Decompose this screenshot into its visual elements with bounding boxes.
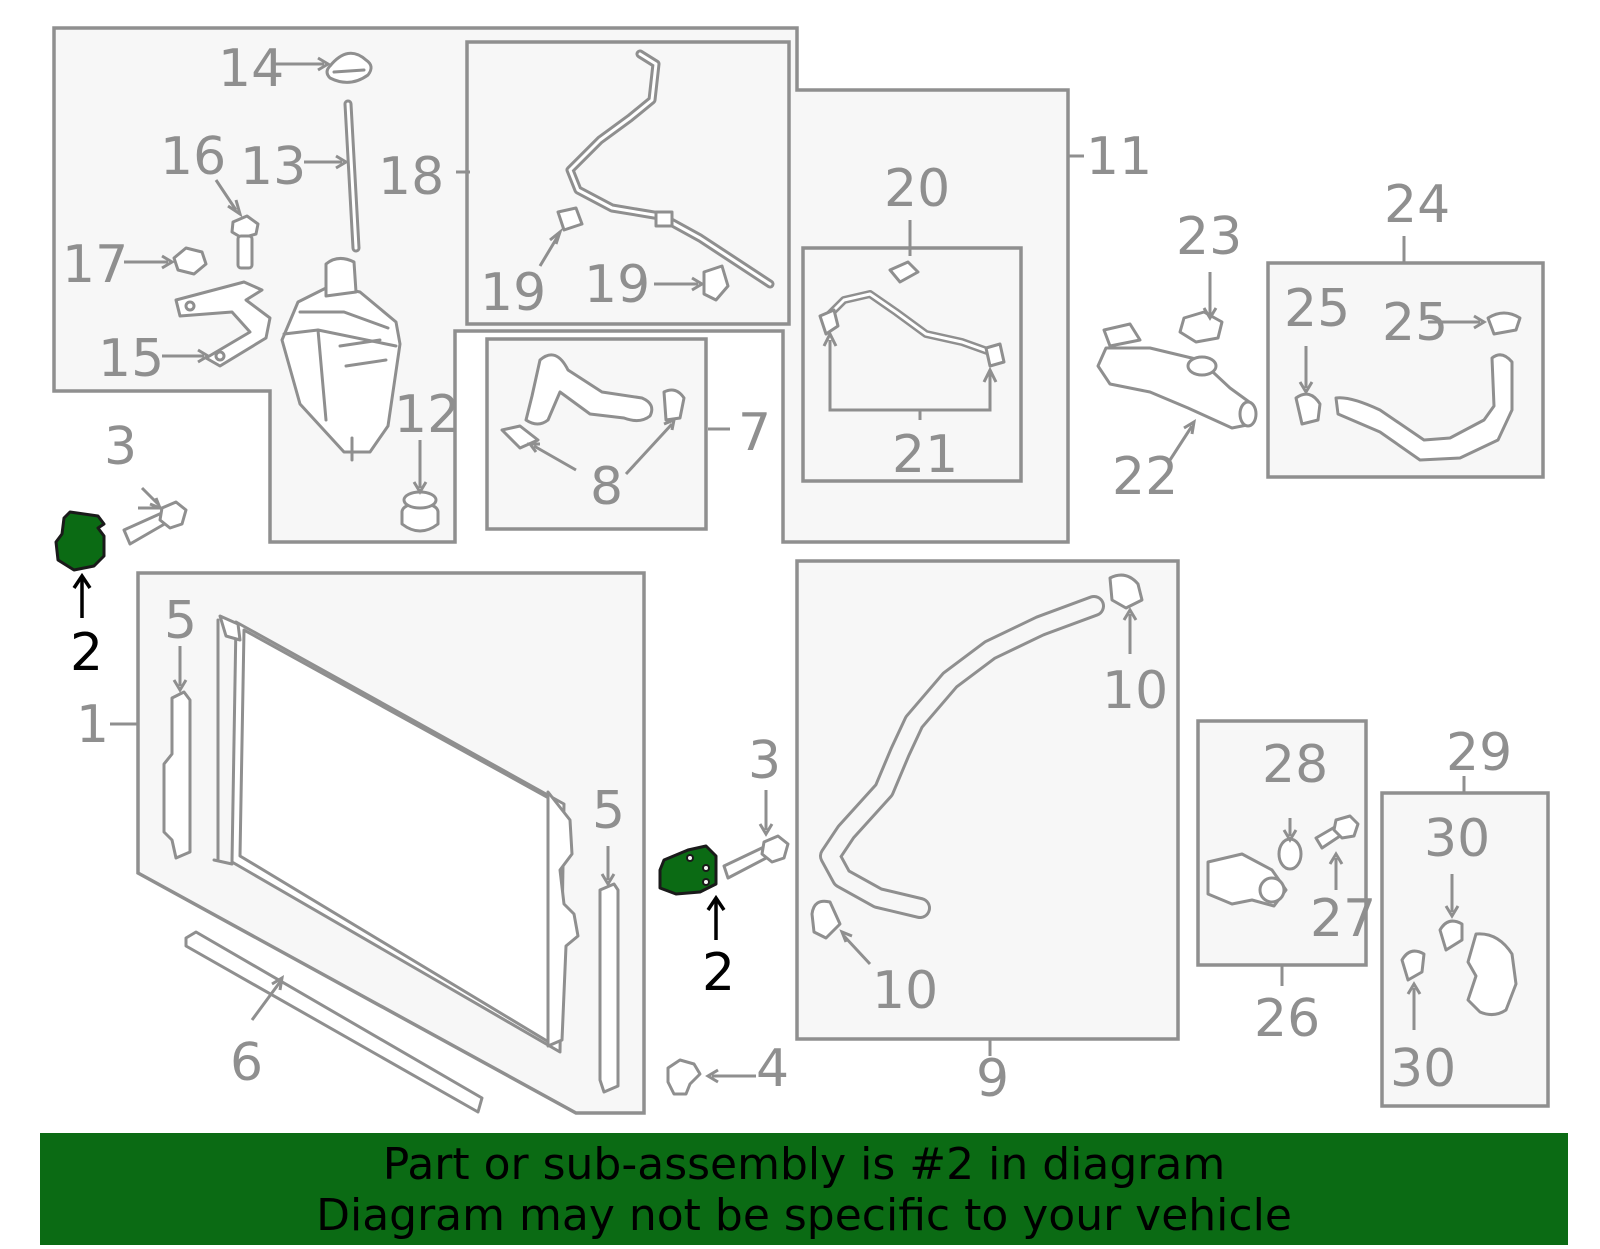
panel-20-21 bbox=[801, 246, 1023, 483]
panel-18 bbox=[465, 40, 791, 326]
panel-9 bbox=[795, 559, 1180, 1041]
cap-23-part bbox=[1178, 310, 1224, 344]
sensor-19b-part bbox=[702, 264, 730, 302]
bolt-3b-part bbox=[722, 834, 790, 880]
callout-9: 9 bbox=[976, 1049, 1009, 1109]
radiator-part bbox=[212, 614, 580, 1054]
leader-lines bbox=[110, 56, 1487, 1084]
air-guard-5a-part bbox=[162, 690, 192, 860]
callout-25a: 25 bbox=[1284, 279, 1350, 339]
water-outlet-22-part bbox=[1096, 322, 1258, 430]
disclaimer-banner: Part or sub-assembly is #2 in diagram Di… bbox=[40, 1133, 1568, 1245]
sensor-26-part bbox=[1206, 852, 1288, 908]
callout-21: 21 bbox=[892, 425, 958, 485]
callout-16: 16 bbox=[160, 127, 226, 187]
callout-19b: 19 bbox=[584, 255, 650, 315]
clamp-10a-part bbox=[1108, 573, 1144, 610]
highlight-arrows bbox=[72, 572, 726, 940]
panel-7 bbox=[485, 337, 708, 531]
callout-8: 8 bbox=[590, 457, 623, 517]
callout-30b: 30 bbox=[1390, 1039, 1456, 1099]
callout-4: 4 bbox=[756, 1039, 789, 1099]
bolt-3a-part bbox=[122, 500, 188, 546]
bracket-15-part bbox=[174, 280, 272, 368]
callout-5b: 5 bbox=[592, 781, 625, 841]
callout-15: 15 bbox=[98, 329, 164, 389]
callout-30a: 30 bbox=[1424, 809, 1490, 869]
bolt-16-part bbox=[230, 214, 260, 270]
callout-3b: 3 bbox=[748, 731, 781, 791]
callout-12: 12 bbox=[394, 385, 460, 445]
hose-24-part bbox=[1334, 353, 1514, 462]
callout-24: 24 bbox=[1384, 175, 1450, 235]
callout-27: 27 bbox=[1310, 889, 1376, 949]
clamp-10b-part bbox=[810, 899, 842, 940]
connector-20-part bbox=[888, 260, 920, 284]
seal-strip-6-part bbox=[184, 930, 484, 1114]
callout-13: 13 bbox=[240, 137, 306, 197]
callout-numbers: 14 16 13 18 17 19 19 15 20 11 21 12 7 8 … bbox=[62, 39, 1512, 1109]
callout-17: 17 bbox=[62, 235, 128, 295]
clamp-30b-part bbox=[1400, 949, 1426, 982]
disclaimer-line-2: Diagram may not be specific to your vehi… bbox=[316, 1190, 1292, 1241]
callout-7: 7 bbox=[738, 403, 771, 463]
radiator-mount-bracket-2a-highlight[interactable] bbox=[54, 510, 106, 572]
callout-19a: 19 bbox=[480, 263, 546, 323]
callout-6: 6 bbox=[230, 1033, 263, 1093]
callout-2a: 2 bbox=[70, 623, 103, 683]
callout-11: 11 bbox=[1086, 127, 1152, 187]
clamp-25b-part bbox=[1486, 311, 1522, 336]
radiator-mount-bracket-2b-highlight[interactable] bbox=[658, 844, 718, 896]
callout-23: 23 bbox=[1176, 207, 1242, 267]
clamp-25a-part bbox=[1294, 392, 1322, 426]
callout-26: 26 bbox=[1254, 989, 1320, 1049]
callout-3a: 3 bbox=[104, 417, 137, 477]
callout-18: 18 bbox=[378, 147, 444, 207]
hose-29-part bbox=[1466, 932, 1518, 1017]
callout-22: 22 bbox=[1112, 447, 1178, 507]
clamp-30a-part bbox=[1438, 919, 1464, 952]
callout-14: 14 bbox=[218, 39, 284, 99]
sensor-19a-part bbox=[556, 206, 584, 232]
nut-17-part bbox=[172, 246, 208, 276]
o-ring-28-part bbox=[1277, 837, 1303, 871]
callout-1: 1 bbox=[76, 695, 109, 755]
callout-20: 20 bbox=[884, 159, 950, 219]
clamp-8b-part bbox=[662, 388, 686, 422]
clip-4-part bbox=[666, 1058, 702, 1096]
bolt-27-part bbox=[1314, 814, 1360, 850]
disclaimer-line-1: Part or sub-assembly is #2 in diagram bbox=[382, 1139, 1226, 1190]
coolant-reservoir-part bbox=[280, 257, 402, 462]
reservoir-cap-part bbox=[325, 51, 373, 84]
hose-7-part bbox=[524, 353, 654, 426]
callout-2b: 2 bbox=[702, 943, 735, 1003]
callout-10a: 10 bbox=[1102, 661, 1168, 721]
air-guard-5b-part bbox=[598, 882, 620, 1094]
callout-5a: 5 bbox=[164, 591, 197, 651]
grommet-12-part bbox=[400, 490, 440, 533]
callout-10b: 10 bbox=[872, 961, 938, 1021]
callout-28: 28 bbox=[1262, 735, 1328, 795]
callout-25b: 25 bbox=[1382, 293, 1448, 353]
callout-29: 29 bbox=[1446, 723, 1512, 783]
